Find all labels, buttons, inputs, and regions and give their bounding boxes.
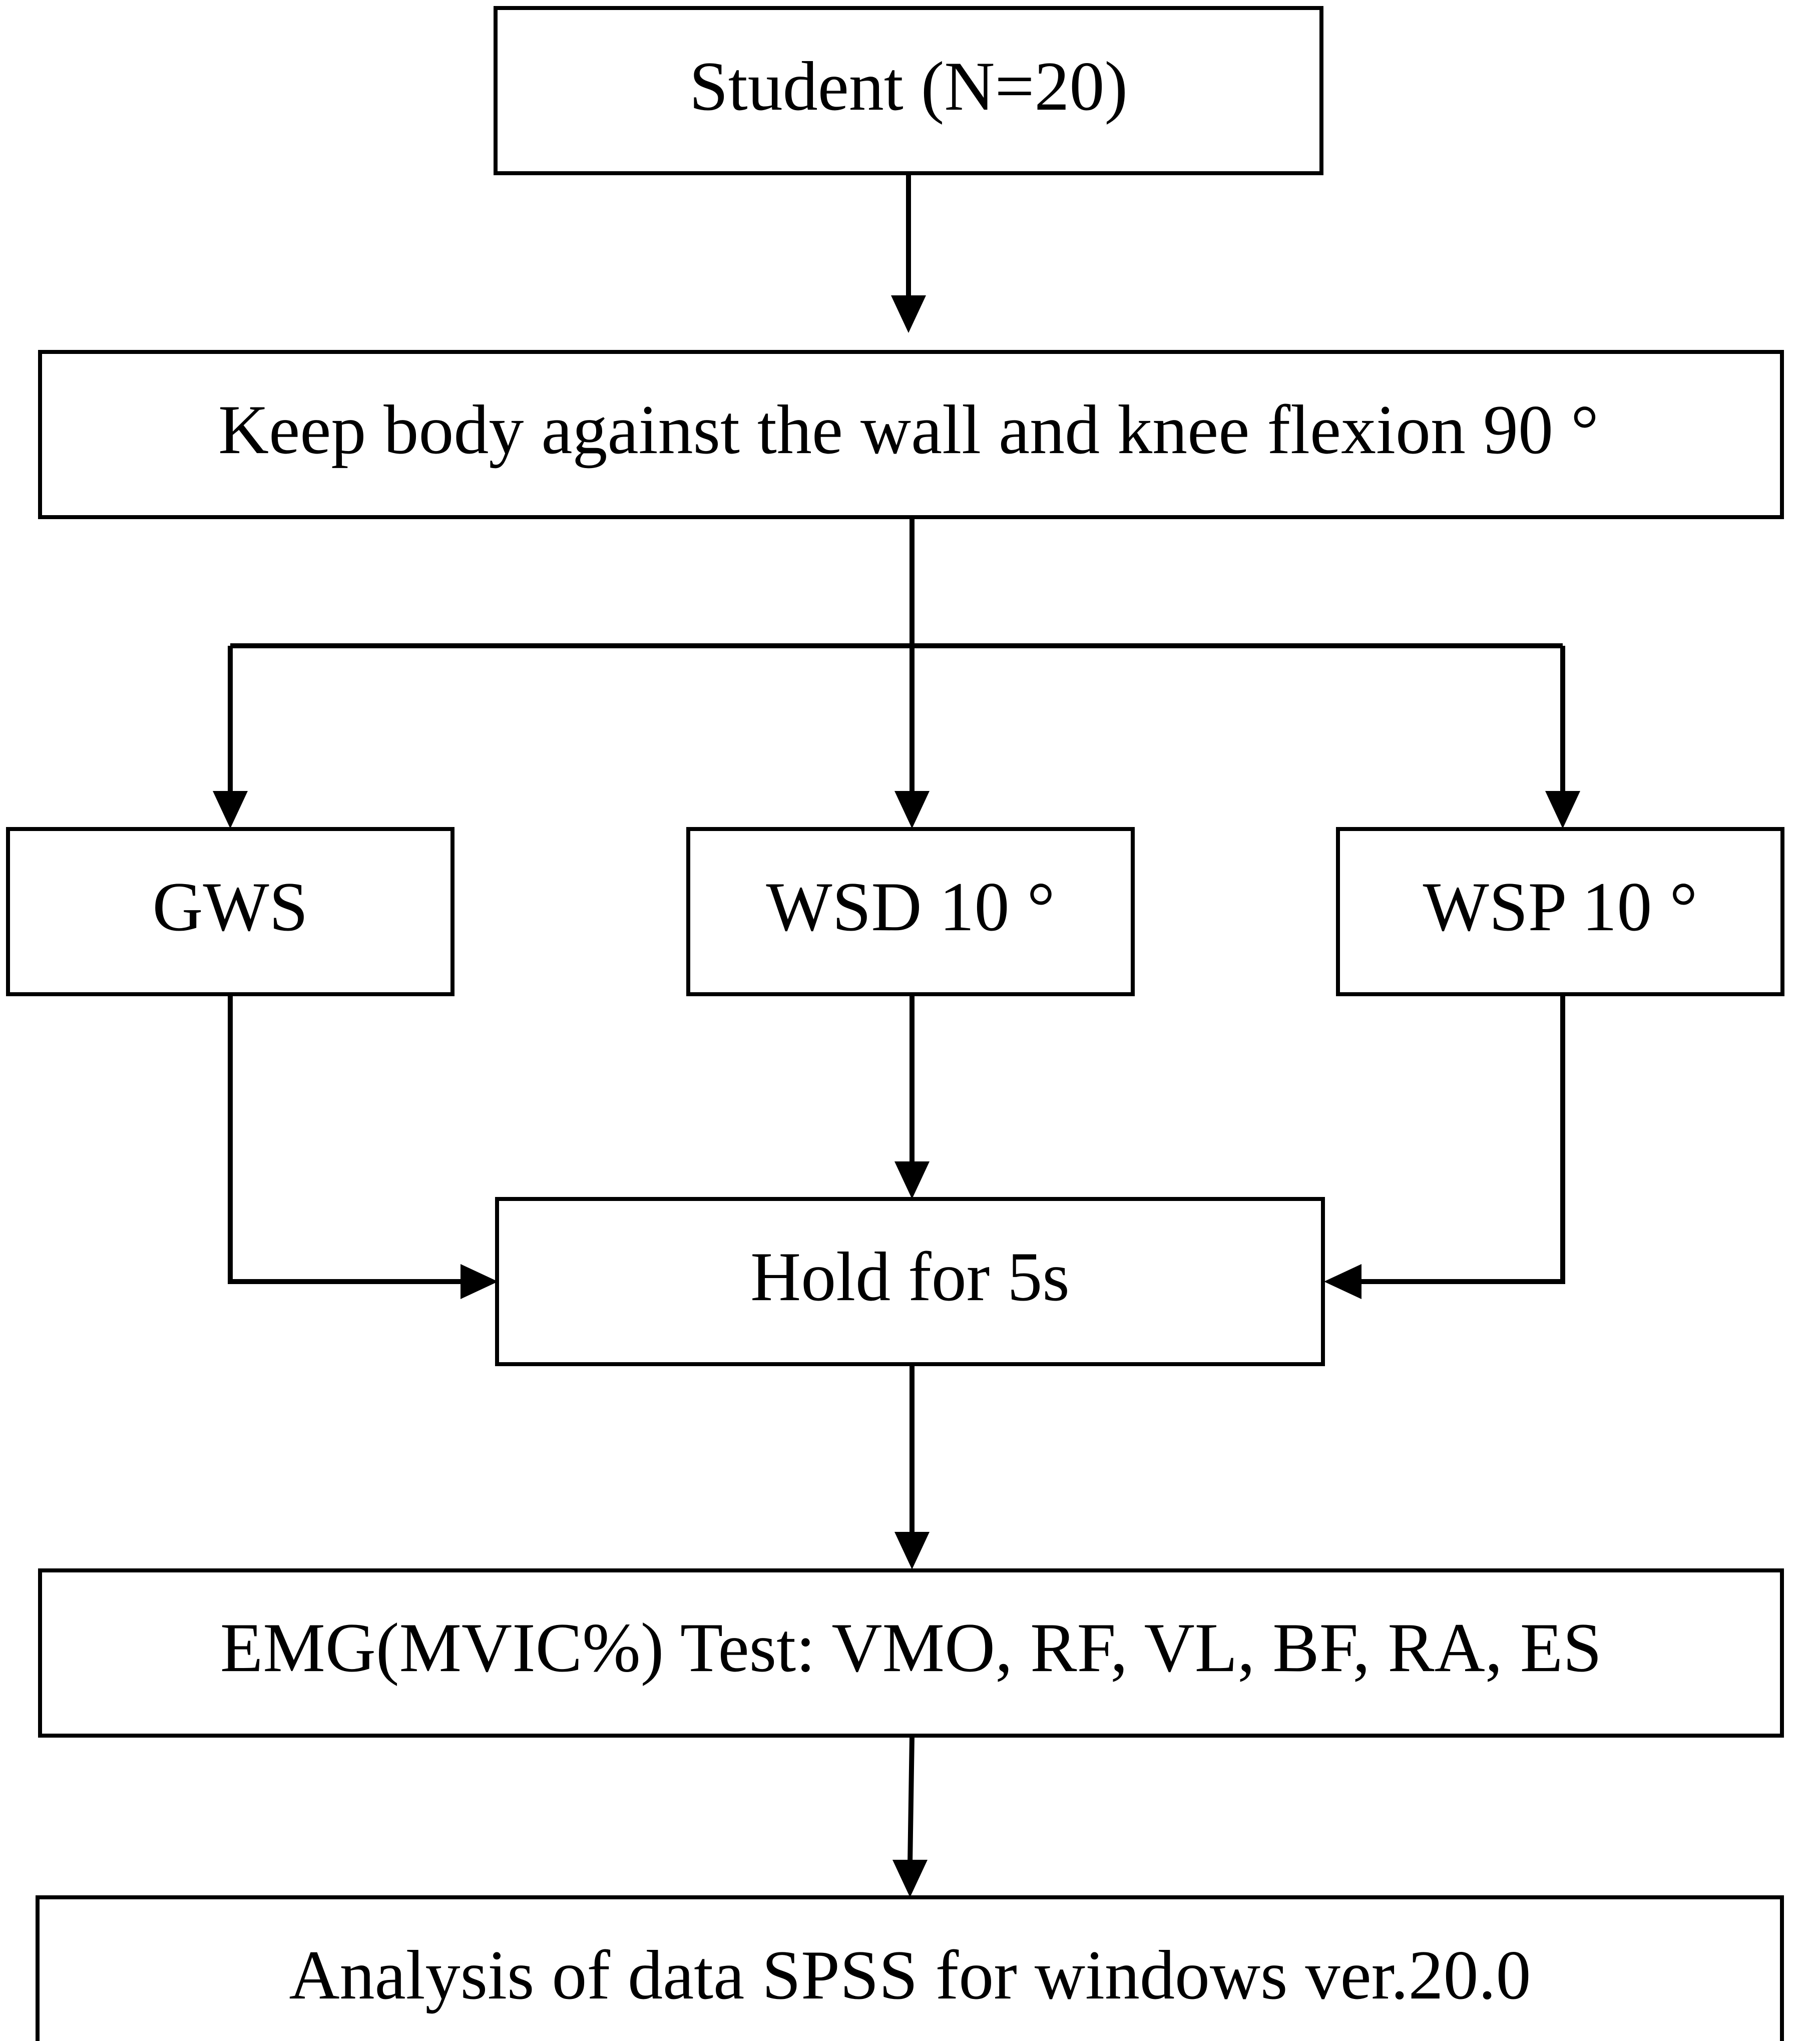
node-hold-label: Hold for 5s [750,1238,1070,1316]
node-wsp: WSP 10 ° [1336,827,1784,996]
node-analysis: Analysis of data SPSS for windows ver.20… [36,1895,1784,2041]
node-wsp-label: WSP 10 ° [1423,868,1698,946]
node-wsd-label: WSD 10 ° [766,868,1055,946]
edge-keep-body-split [230,517,1563,648]
node-wsd: WSD 10 ° [686,827,1135,996]
node-gws: GWS [6,827,454,996]
edge-student-to-keep-body [891,173,926,333]
arrowhead-icon [894,1532,930,1569]
arrowhead-icon [1545,791,1580,829]
edge-keep-body-to-wsp [1545,646,1580,829]
edge-emg-to-analysis [892,1735,928,1897]
arrowhead-icon [892,1860,928,1897]
node-hold-box [495,1197,1325,1366]
node-analysis-label: Analysis of data SPSS for windows ver.20… [289,1936,1531,2014]
node-keep-body-box [38,350,1784,519]
node-wsd-box [686,827,1135,996]
node-emg: EMG(MVIC%) Test: VMO, RF, VL, BF, RA, ES [38,1568,1784,1738]
node-gws-label: GWS [152,868,308,946]
edge-line [1356,994,1565,1284]
arrowhead-icon [1324,1264,1361,1299]
edge-line [907,1735,915,1865]
edge-wsp-to-hold [1324,994,1565,1299]
arrowhead-icon [213,791,248,829]
node-student: Student (N=20) [494,6,1323,175]
node-student-box [494,6,1323,175]
node-gws-box [6,827,454,996]
node-hold: Hold for 5s [495,1197,1325,1366]
edge-line [228,994,466,1284]
arrowhead-icon [894,791,930,829]
edge-gws-to-hold [228,994,498,1299]
edge-keep-body-to-wsd [894,646,930,829]
node-keep-body: Keep body against the wall and knee flex… [38,350,1784,519]
arrowhead-icon [891,295,926,333]
node-student-label: Student (N=20) [689,48,1128,125]
edge-hold-to-emg [894,1364,930,1569]
node-analysis-box [36,1895,1784,2041]
edge-keep-body-to-gws [213,646,248,829]
node-keep-body-label: Keep body against the wall and knee flex… [218,391,1599,469]
arrowhead-icon [894,1161,930,1199]
arrowhead-icon [461,1264,498,1299]
node-emg-label: EMG(MVIC%) Test: VMO, RF, VL, BF, RA, ES [220,1609,1602,1687]
edge-wsd-to-hold [894,994,930,1199]
